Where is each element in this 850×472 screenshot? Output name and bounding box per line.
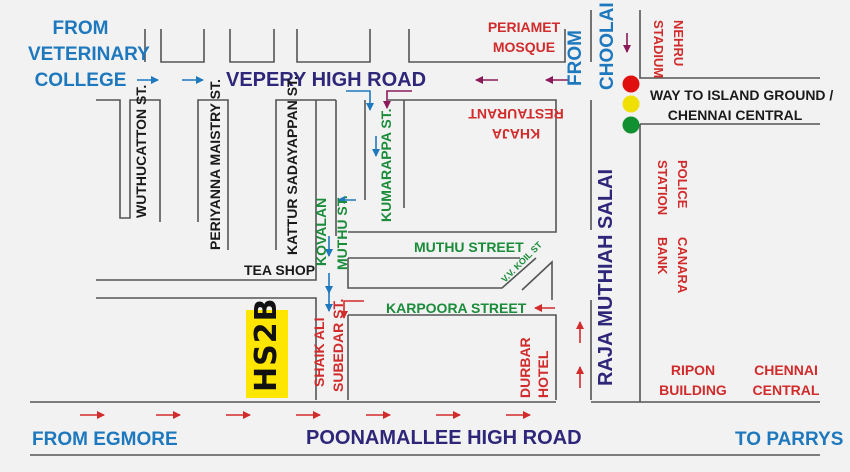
wuthucatton-street-label: WUTHUCATTON ST. xyxy=(133,84,149,218)
label-line: FROM xyxy=(565,30,586,86)
muthu-street-label: MUTHU STREET xyxy=(414,239,524,255)
label-line: RESTAURANT xyxy=(468,106,564,122)
kumarappa-street-label: KUMARAPPA ST. xyxy=(378,108,394,222)
ripon-building-label: RIPON BUILDING xyxy=(656,360,730,400)
label-line: CHENNAI xyxy=(754,362,818,378)
label-line: STATION xyxy=(655,160,670,216)
tea-shop-label: TEA SHOP xyxy=(244,262,316,278)
label-line: STADIUM xyxy=(651,20,666,79)
label-line: VETERINARY xyxy=(28,44,150,65)
label-line: CANARA xyxy=(675,237,690,294)
canara-bank-label: CANARA BANK xyxy=(652,237,692,293)
from-choolai-label: FROM xyxy=(562,30,589,86)
label-line: CENTRAL xyxy=(752,382,820,398)
label-line: CHOOLAI xyxy=(597,2,618,90)
label-line: POLICE xyxy=(675,160,690,209)
traffic-signal-icon xyxy=(622,75,640,134)
durbar-hotel-label: DURBAR HOTEL xyxy=(516,337,552,398)
label-line: RIPON xyxy=(670,362,716,378)
muthu-st-label: MUTHU ST. xyxy=(334,195,350,270)
label-line: CHENNAI CENTRAL xyxy=(667,107,803,123)
label-line: MOSQUE xyxy=(492,39,556,55)
label-line: BUILDING xyxy=(659,382,727,398)
from-veterinary-college-label: FROM VETERINARY COLLEGE xyxy=(28,16,150,94)
chennai-central-label: CHENNAI CENTRAL xyxy=(748,360,824,400)
hs2b-logo xyxy=(246,310,288,398)
periyanna-maistry-street-label: PERIYANNA MAISTRY ST. xyxy=(207,79,223,250)
island-ground-label: WAY TO ISLAND GROUND / CHENNAI CENTRAL xyxy=(650,85,834,125)
karpoora-street-label: KARPOORA STREET xyxy=(386,300,527,316)
label-line: SUBEDAR ST. xyxy=(330,298,346,392)
periamet-mosque-label: PERIAMET MOSQUE xyxy=(486,17,562,57)
label-line: NEHRU xyxy=(671,20,686,67)
vepery-high-road-label: VEPERY HIGH ROAD xyxy=(226,69,427,91)
label-line: KHAJA xyxy=(491,126,541,142)
to-parrys-label: TO PARRYS xyxy=(735,429,844,450)
choolai-label: CHOOLAI xyxy=(594,2,621,90)
label-line: FROM xyxy=(52,18,109,39)
road-edges xyxy=(30,10,820,456)
shaik-ali-label: SHAIK ALI xyxy=(311,317,327,387)
kattur-sadayappan-street-label: KATTUR SADAYAPPAN ST. xyxy=(284,76,300,255)
traffic-arrows xyxy=(80,33,631,419)
label-line: SHAIK ALI xyxy=(311,317,327,387)
nehru-stadium-label: NEHRU STADIUM xyxy=(648,20,688,78)
label-line: WAY TO ISLAND GROUND / xyxy=(650,87,834,103)
poonamallee-high-road-label: POONAMALLEE HIGH ROAD xyxy=(306,427,582,449)
from-egmore-label: FROM EGMORE xyxy=(32,429,178,450)
raja-muthiah-salai-label: RAJA MUTHIAH SALAI xyxy=(595,168,617,386)
police-station-label: POLICE STATION xyxy=(652,160,692,215)
subedar-street-label: SUBEDAR ST. xyxy=(330,298,346,392)
kovalan-label: KOVALAN xyxy=(313,197,329,266)
label-line: DURBAR xyxy=(517,337,533,398)
label-line: PERIAMET xyxy=(487,19,561,35)
arrow-turn xyxy=(340,300,364,319)
label-line: HOTEL xyxy=(535,350,551,398)
arrow-turn xyxy=(346,90,374,111)
khaja-restaurant-label: KHAJA RESTAURANT xyxy=(468,104,564,144)
label-line: BANK xyxy=(655,237,670,275)
arrow-turn xyxy=(383,90,412,109)
hs2b-logo-text: HS2B xyxy=(249,297,284,392)
label-line: COLLEGE xyxy=(34,70,127,91)
